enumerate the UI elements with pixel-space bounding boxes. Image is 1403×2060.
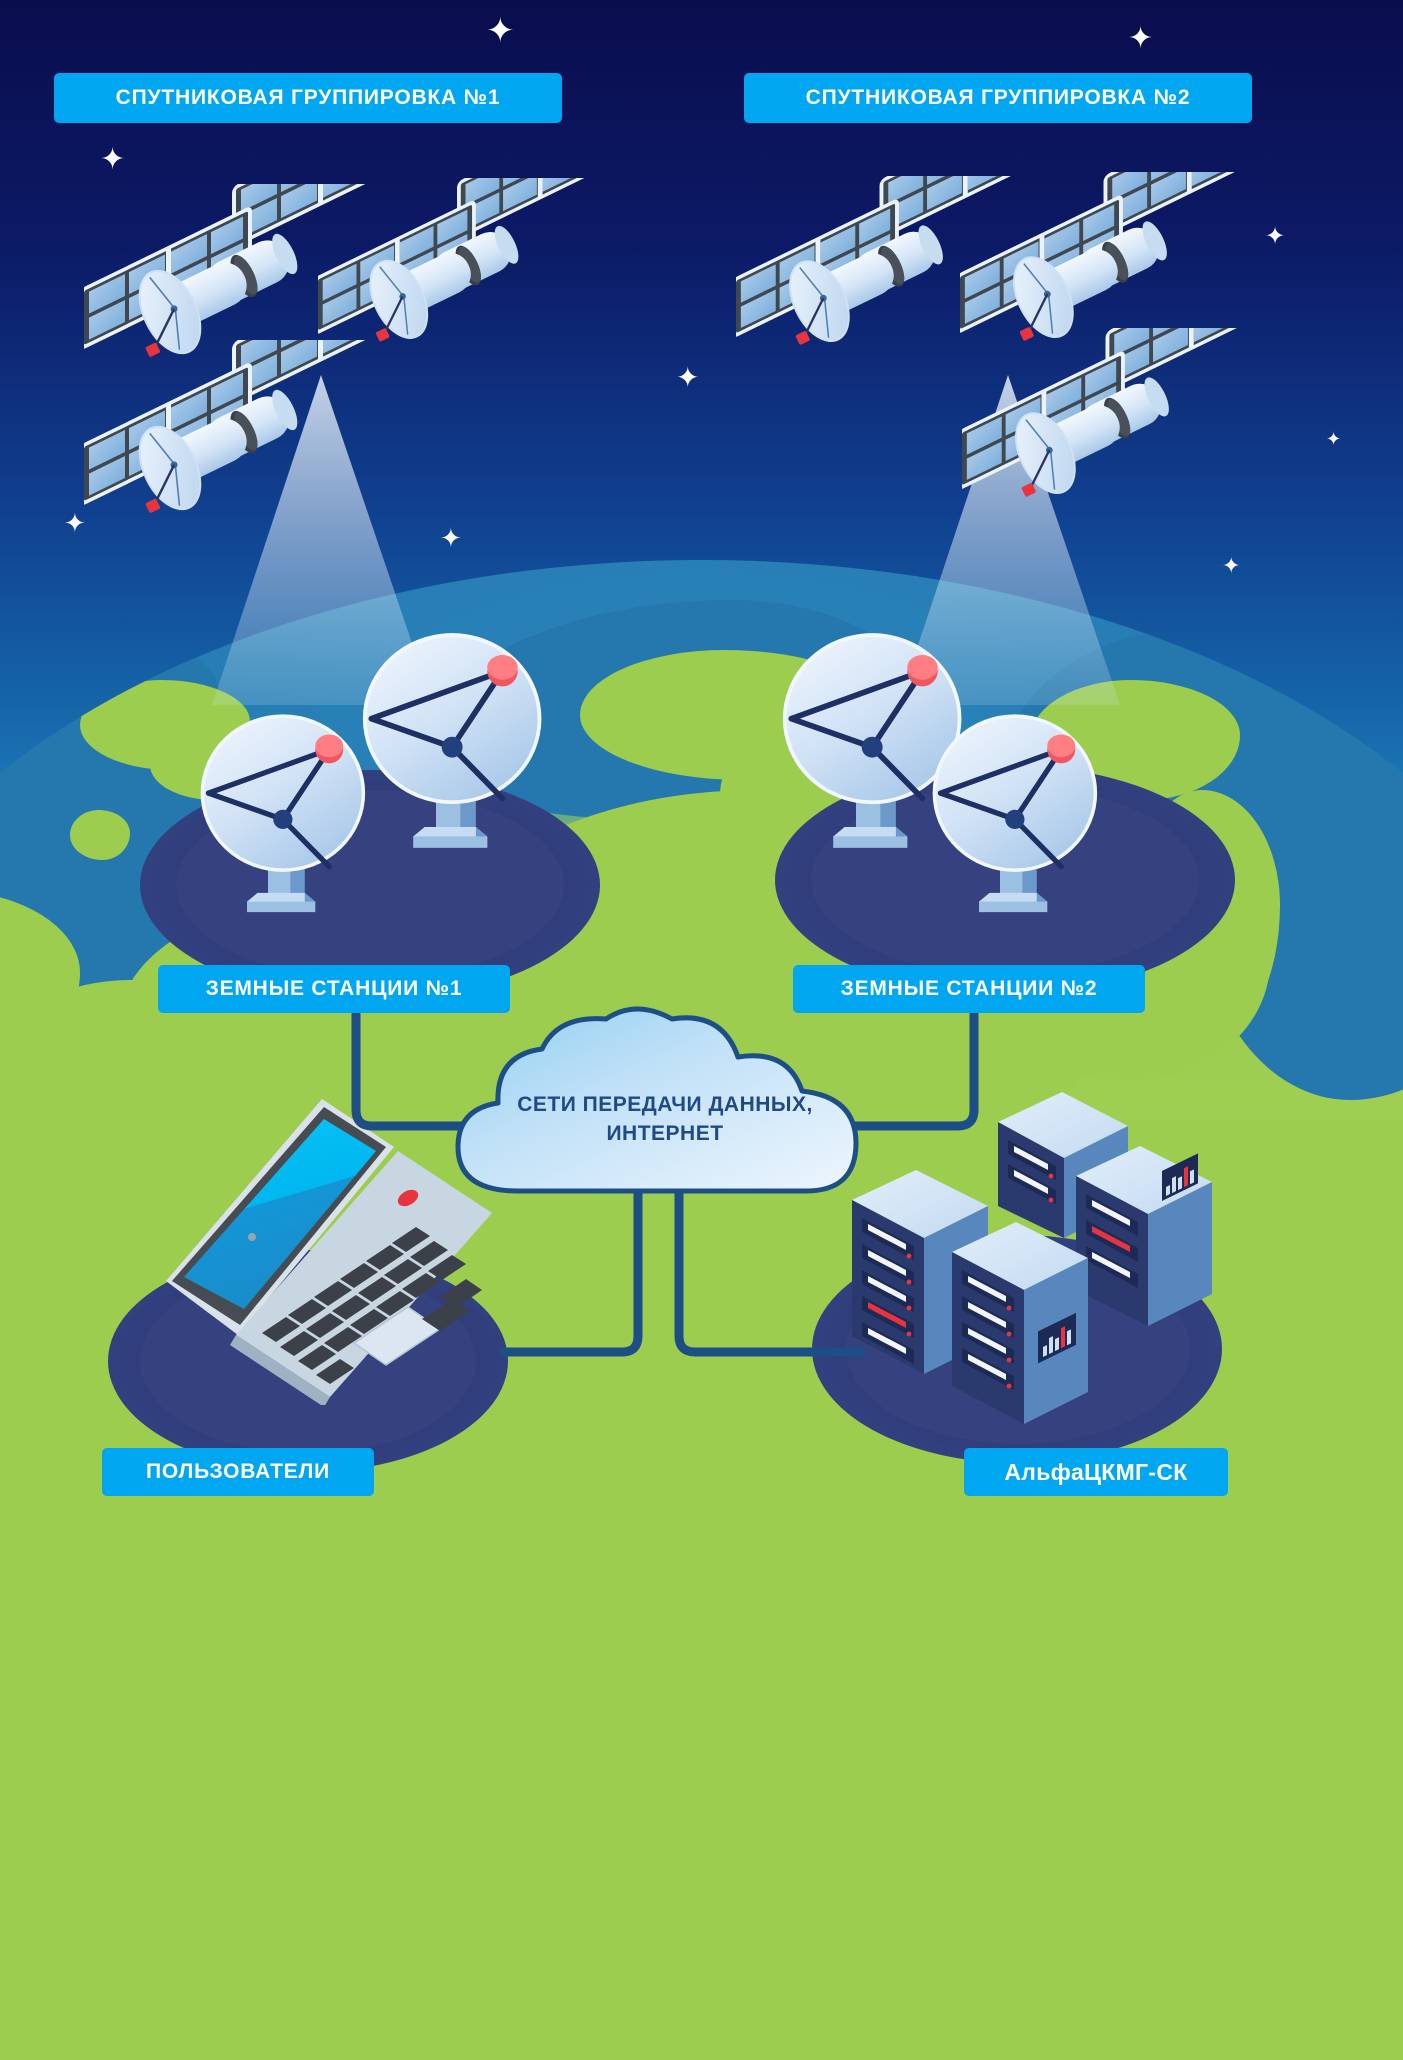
parabolic-dish-icon: [930, 712, 1105, 932]
satellite-icon: [84, 340, 414, 540]
badge-ground-stations-1-label: ЗЕМНЫЕ СТАНЦИИ №1: [205, 977, 463, 1000]
cloud-label-line2: ИНТЕРНЕТ: [606, 1122, 724, 1145]
signal-beam-icon: [898, 375, 1120, 705]
badge-ground-stations-2-label: ЗЕМНЫЕ СТАНЦИИ №2: [840, 977, 1098, 1000]
connector-cloud-to-datacenter: [665, 1150, 865, 1370]
parabolic-dish-icon: [360, 630, 550, 870]
connector-cloud-to-users: [500, 1150, 670, 1370]
star-icon: ✦: [100, 143, 126, 176]
badge-ground-stations-2[interactable]: ЗЕМНЫЕ СТАНЦИИ №2: [793, 965, 1145, 1013]
satellite-icon: [962, 328, 1282, 524]
badge-constellation-2-label: СПУТНИКОВАЯ ГРУППИРОВКА №2: [805, 86, 1191, 109]
badge-constellation-1-label: СПУТНИКОВАЯ ГРУППИРОВКА №1: [115, 86, 501, 109]
badge-users-label: ПОЛЬЗОВАТЕЛИ: [146, 1460, 330, 1483]
star-icon: ✦: [1326, 429, 1342, 449]
connector-station1-to-cloud: [350, 1000, 610, 1150]
star-icon: ✦: [1265, 223, 1286, 250]
cloud-icon: СЕТИ ПЕРЕДАЧИ ДАННЫХ, ИНТЕРНЕТ: [440, 1005, 890, 1195]
badge-users[interactable]: ПОЛЬЗОВАТЕЛИ: [102, 1448, 374, 1496]
badge-ground-stations-1[interactable]: ЗЕМНЫЕ СТАНЦИИ №1: [158, 965, 510, 1013]
land-island: [70, 810, 130, 860]
badge-constellation-2[interactable]: СПУТНИКОВАЯ ГРУППИРОВКА №2: [744, 73, 1252, 123]
star-icon: ✦: [64, 508, 86, 538]
parabolic-dish-icon: [198, 712, 373, 932]
star-icon: ✦: [676, 362, 700, 393]
signal-beam-icon: [212, 375, 433, 705]
server-rack-icon: [852, 1092, 1212, 1424]
cloud-label-line1: СЕТИ ПЕРЕДАЧИ ДАННЫХ,: [517, 1093, 813, 1116]
badge-datacenter-label: АльфаЦКМГ-СК: [1004, 1458, 1188, 1485]
star-icon: ✦: [486, 12, 515, 50]
star-icon: ✦: [440, 523, 462, 553]
star-icon: ✦: [1128, 22, 1154, 55]
badge-datacenter[interactable]: АльфаЦКМГ-СК: [964, 1448, 1228, 1496]
badge-constellation-1[interactable]: СПУТНИКОВАЯ ГРУППИРОВКА №1: [54, 73, 562, 123]
connector-station2-to-cloud: [720, 1000, 980, 1150]
laptop-icon: [166, 1099, 492, 1405]
